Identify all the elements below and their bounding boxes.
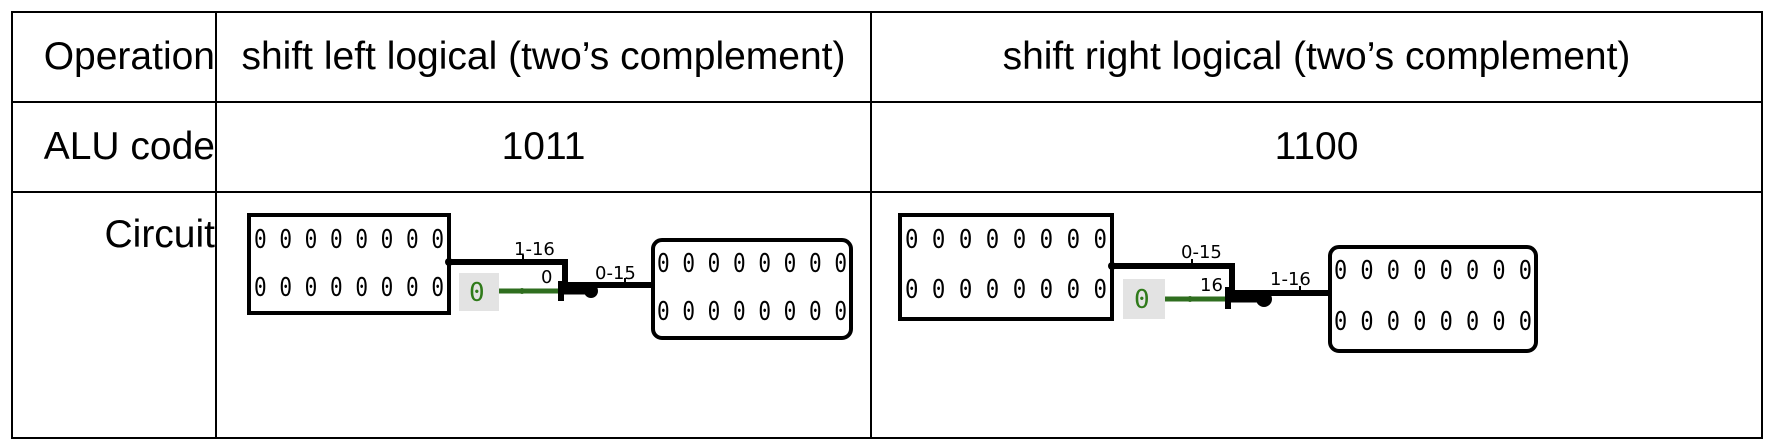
srl-lower-wire-label: 16: [1200, 275, 1223, 296]
srl-input-port: [1108, 262, 1116, 270]
srl-output-bits-row1: 0 0 0 0 0 0 0 0: [1334, 256, 1532, 286]
sll-lower-wire-dot: [519, 288, 525, 294]
alu-code-sll-cell: 1011: [215, 101, 872, 193]
sll-output-bits-row2: 0 0 0 0 0 0 0 0: [657, 297, 847, 327]
sll-upper-wire: [449, 259, 591, 288]
alu-code-row: ALU code 1011 1100: [11, 101, 1763, 193]
circuit-row: Circuit 0 0 0 0 0 0 0 0 0 0 0 0 0 0 0 0 …: [11, 191, 1763, 439]
sll-constant-box: [459, 273, 499, 311]
sll-constant-value: 0: [469, 278, 485, 308]
sll-lower-wire-label: 0: [541, 267, 552, 288]
operation-sll-cell: shift left logical (two’s complement): [215, 11, 872, 103]
sll-input-bits-row2: 0 0 0 0 0 0 0 0: [254, 273, 444, 303]
sll-output-register: [651, 238, 853, 340]
srl-input-bits-row1: 0 0 0 0 0 0 0 0: [905, 225, 1107, 255]
sll-input-register: [247, 213, 451, 315]
srl-constant-box: [1123, 279, 1165, 319]
srl-upper-wire: [1112, 263, 1266, 296]
srl-output-wire-label: 1-16: [1270, 269, 1311, 290]
srl-input-register: [898, 213, 1114, 321]
sll-circuit-diagram: 0 0 0 0 0 0 0 0 0 0 0 0 0 0 0 0 1-16 0 0: [247, 213, 853, 340]
sll-output-wire-label: 0-15: [595, 263, 636, 284]
alu-code-row-header: ALU code: [11, 101, 217, 193]
srl-lower-wire-dot: [1187, 296, 1193, 302]
sll-upper-wire-label: 1-16: [514, 239, 555, 260]
operations-table: Operation shift left logical (two’s comp…: [11, 11, 1763, 439]
sll-input-bits-row1: 0 0 0 0 0 0 0 0: [254, 225, 444, 255]
operation-row: Operation shift left logical (two’s comp…: [11, 11, 1763, 103]
operation-row-header: Operation: [11, 11, 217, 103]
srl-upper-wire-label: 0-15: [1181, 242, 1222, 263]
circuit-srl-cell: 0 0 0 0 0 0 0 0 0 0 0 0 0 0 0 0 0-15 0 1…: [870, 191, 1763, 439]
srl-input-bits-row2: 0 0 0 0 0 0 0 0: [905, 275, 1107, 305]
alu-code-srl-cell: 1100: [870, 101, 1763, 193]
srl-output-bits-row2: 0 0 0 0 0 0 0 0: [1334, 307, 1532, 337]
srl-circuit-diagram: 0 0 0 0 0 0 0 0 0 0 0 0 0 0 0 0 0-15 0 1…: [898, 213, 1538, 353]
sll-input-port: [445, 258, 453, 266]
srl-output-register: [1328, 245, 1538, 353]
operation-srl-cell: shift right logical (two’s complement): [870, 11, 1763, 103]
circuit-row-header: Circuit: [11, 191, 217, 439]
sll-output-bits-row1: 0 0 0 0 0 0 0 0: [657, 249, 847, 279]
srl-constant-value: 0: [1134, 285, 1150, 315]
circuit-sll-cell: 0 0 0 0 0 0 0 0 0 0 0 0 0 0 0 0 1-16 0 0: [215, 191, 872, 439]
